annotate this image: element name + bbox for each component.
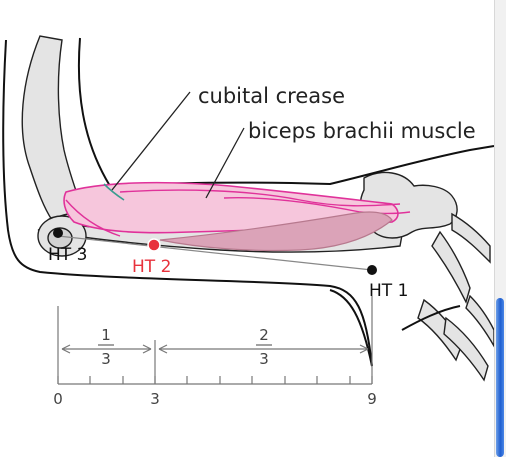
cubital-crease-label: cubital crease bbox=[198, 84, 345, 108]
biceps-muscle bbox=[63, 181, 411, 252]
hand-finger-2 bbox=[431, 230, 471, 304]
fraction-right-denominator: 3 bbox=[259, 350, 269, 368]
hand-finger-1 bbox=[451, 212, 491, 264]
ht-reference-line bbox=[57, 235, 373, 271]
scale-minor-ticks bbox=[57, 376, 373, 384]
biceps-fiber-mid bbox=[223, 197, 411, 215]
fraction-left-denominator: 3 bbox=[101, 350, 111, 368]
hand-finger-4 bbox=[443, 316, 489, 382]
biceps-label: biceps brachii muscle bbox=[248, 119, 476, 143]
point-ht1-label: HT 1 bbox=[369, 281, 408, 301]
cubital-crease-leader bbox=[111, 91, 191, 191]
cubital-crease-mark bbox=[103, 183, 125, 201]
scale-tick-3: 3 bbox=[150, 390, 160, 408]
point-ht3-dot bbox=[53, 228, 63, 238]
fraction-right-numerator: 2 bbox=[259, 326, 269, 344]
biceps-leader bbox=[205, 127, 245, 199]
point-ht2-dot bbox=[147, 238, 161, 252]
biceps-fiber-upper bbox=[119, 189, 401, 207]
skin-outline bbox=[2, 37, 495, 367]
brachialis-muscle bbox=[159, 211, 393, 252]
hand-finger-5 bbox=[465, 294, 495, 349]
scale-tick-9: 9 bbox=[367, 390, 377, 408]
point-ht2-label: HT 2 bbox=[132, 257, 171, 277]
proportion-scale bbox=[57, 296, 373, 385]
scale-tick-0: 0 bbox=[53, 390, 63, 408]
point-ht1-dot bbox=[367, 265, 377, 275]
biceps-tendon bbox=[65, 199, 121, 237]
point-ht3-label: HT 3 bbox=[48, 245, 87, 265]
scrollbar-thumb[interactable] bbox=[496, 298, 504, 457]
fraction-left-numerator: 1 bbox=[101, 326, 111, 344]
